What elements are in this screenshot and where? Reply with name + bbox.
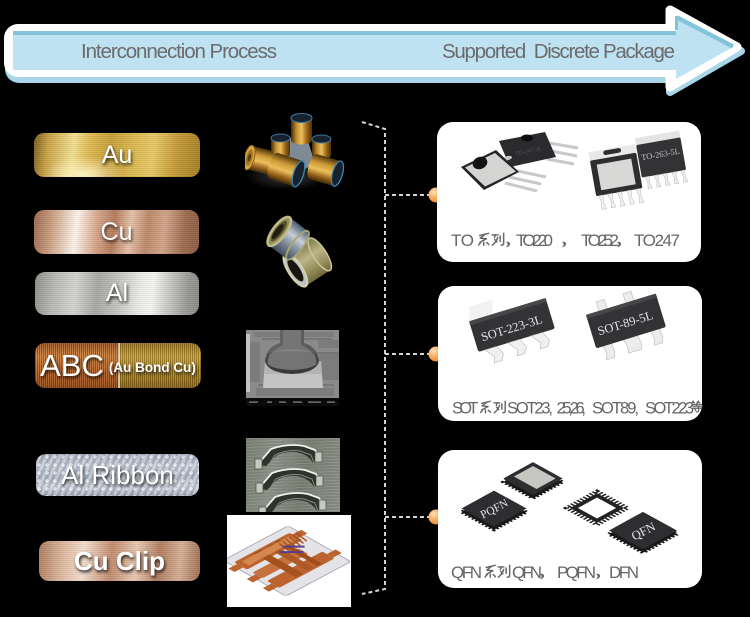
svg-text:Supported Discrete Package: Supported Discrete Package [442, 40, 675, 63]
svg-text:SOT89,: SOT89, [592, 400, 639, 418]
svg-text:PQFN: PQFN [557, 563, 596, 582]
svg-text:QFN: QFN [451, 563, 482, 582]
svg-text:TO-247-3L: TO-247-3L [515, 146, 544, 158]
svg-text:TO220: TO220 [516, 231, 553, 250]
svg-text:SOT23,: SOT23, [507, 400, 553, 418]
svg-text:TO247: TO247 [634, 231, 680, 250]
svg-text:TO: TO [451, 231, 474, 250]
svg-text:SOT: SOT [452, 400, 479, 418]
svg-text:Interconnection Process: Interconnection Process [81, 40, 277, 63]
svg-text:TO252: TO252 [581, 231, 619, 250]
svg-text:DFN: DFN [609, 563, 639, 582]
svg-text:SOT223: SOT223 [645, 400, 694, 418]
svg-text:25,26,: 25,26, [557, 400, 587, 418]
svg-text:QFN: QFN [512, 563, 542, 582]
